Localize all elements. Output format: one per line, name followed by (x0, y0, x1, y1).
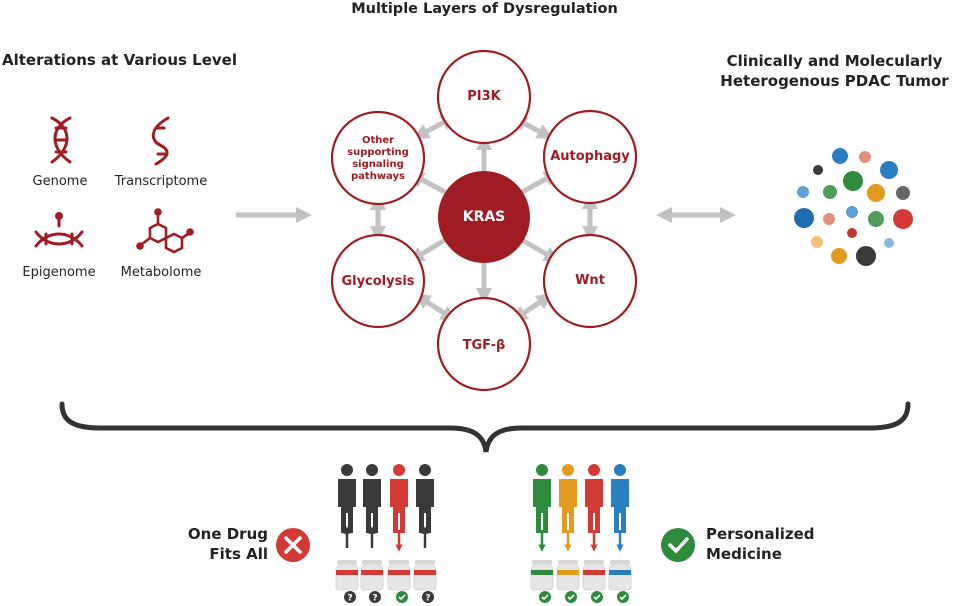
kras-to-glycolysis-arrow (408, 237, 447, 263)
pi3k-node (436, 49, 532, 145)
figure-title: Multiple Layers of Dysregulation (351, 1, 618, 17)
wnt-tgfb-arrow (511, 293, 553, 322)
genome-dna-icon (50, 116, 72, 164)
kras-label: KRAS (462, 209, 506, 225)
rna-icon (151, 116, 170, 166)
cross-icon (276, 528, 310, 562)
summary-brace (59, 401, 911, 453)
right-panel-title-line1: Clinically and Molecularly (726, 52, 943, 70)
personalized-line2: Medicine (706, 545, 782, 563)
other-pathways-line3: signaling (352, 159, 404, 170)
right-panel-title: Clinically and Molecularly Heterogenous … (700, 51, 969, 91)
heterogeneous-tumor-cells (794, 148, 913, 266)
right-panel-title-line2: Heterogenous PDAC Tumor (720, 72, 949, 90)
epigenome-label: Epigenome (22, 265, 96, 280)
other-pathways-node (330, 110, 426, 206)
check-icon (661, 528, 695, 562)
epigenome-dna-icon (34, 212, 84, 248)
wnt-node (542, 233, 638, 329)
personalized-label: Personalized Medicine (706, 524, 846, 564)
kras-to-wnt-arrow (520, 237, 560, 263)
tgfb-node (436, 296, 532, 392)
other-pathways-line1: Other (361, 135, 395, 146)
genome-label: Genome (32, 174, 88, 189)
one-drug-label: One Drug Fits All (150, 524, 268, 564)
kras-node (438, 171, 530, 263)
personalized-patients (530, 464, 632, 603)
tgfb-label: TGF-β (462, 338, 506, 353)
left-panel-title: Alterations at Various Level (2, 51, 237, 69)
wnt-label: Wnt (575, 273, 605, 288)
one-drug-patients: ? ? ? (335, 464, 437, 604)
pi3k-label: PI3K (467, 89, 501, 104)
one-drug-line2: Fits All (209, 545, 268, 563)
svg-text:?: ? (372, 594, 377, 604)
autophagy-node (542, 109, 638, 205)
autophagy-label: Autophagy (550, 149, 630, 164)
svg-text:?: ? (347, 594, 352, 604)
glycolysis-node (330, 233, 426, 329)
molecule-icon (136, 208, 194, 254)
other-pathways-label: Other supporting signaling pathways (333, 135, 423, 183)
other-pathways-line2: supporting (347, 147, 409, 158)
transcriptome-label: Transcriptome (114, 174, 208, 189)
metabolome-label: Metabolome (120, 265, 202, 280)
svg-text:?: ? (425, 594, 430, 604)
glycolysis-label: Glycolysis (341, 274, 415, 289)
personalized-line1: Personalized (706, 525, 815, 543)
other-pathways-line4: pathways (351, 171, 405, 182)
tgfb-glycolysis-arrow (414, 293, 457, 322)
one-drug-line1: One Drug (187, 525, 268, 543)
